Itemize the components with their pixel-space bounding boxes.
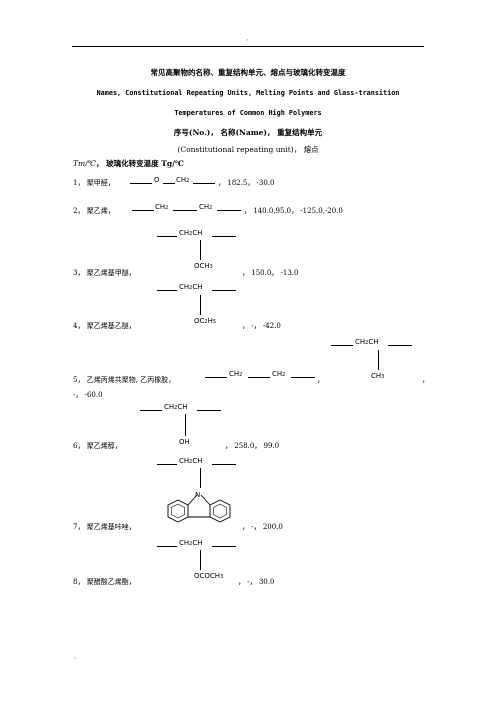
bond-line — [157, 464, 177, 465]
entry-index: 4 — [73, 322, 78, 330]
bond-line — [388, 345, 412, 346]
bond-line — [193, 183, 215, 184]
tg-label: ， 玻璃化转变温度 Tg/℃ — [96, 159, 184, 168]
bottom-mark: · — [74, 654, 77, 663]
bond-line — [157, 546, 177, 547]
bond-line — [378, 350, 379, 370]
backbone: CH2CH — [179, 283, 203, 291]
backbone: CH2CH — [164, 403, 188, 411]
pendant: OCH3 — [194, 262, 213, 270]
bond-line — [331, 345, 353, 346]
entry-name: 聚乙烯基甲醚 — [86, 269, 129, 277]
entry-values: ， 182.5， -30.0 — [218, 179, 275, 187]
backbone: CH2CH — [179, 539, 203, 547]
bond-line — [217, 210, 241, 211]
unit-o: O — [154, 176, 160, 184]
bond-line — [212, 236, 236, 237]
entry-values: -， -60.0 — [73, 391, 103, 399]
backbone: CH2CH — [179, 457, 203, 465]
entry-name: 聚乙烯基咔唑 — [86, 523, 129, 531]
pendant: N — [195, 491, 200, 499]
entry-values: ， -， 30.0 — [238, 578, 275, 586]
entry-index: 1 — [73, 179, 78, 187]
entry-index: 7 — [73, 523, 78, 531]
entry-values: ， 150.0， -13.0 — [242, 269, 299, 277]
bond-line — [212, 546, 236, 547]
bond-line — [212, 290, 236, 291]
unit-ch2: CH2 — [155, 203, 169, 211]
carbazole-icon: N — [167, 491, 231, 523]
column-header-2: (Constitutional repeating unit)， 熔点 — [177, 145, 319, 154]
page-title-en-2: Temperatures of Common High Polymers — [174, 109, 322, 117]
entry-name: 聚甲醛 — [86, 179, 108, 187]
unit-ch2: CH2 — [272, 370, 286, 378]
entry-name: 聚乙烯基乙醚 — [86, 322, 129, 330]
entry-values: ， -， 200.0 — [242, 523, 283, 531]
bond-line — [291, 377, 315, 378]
bond-line — [140, 410, 162, 411]
unit-ch2: CH2 — [176, 176, 190, 184]
bond-line — [212, 464, 236, 465]
bond-line — [173, 210, 197, 211]
entry-index: 5 — [73, 376, 78, 384]
bond-line — [157, 236, 177, 237]
entry-name: 聚乙烯 — [86, 207, 108, 215]
page-title-en-1: Names, Constitutional Repeating Units, M… — [96, 89, 400, 97]
bond-line — [200, 240, 201, 260]
entry-index: 2 — [73, 207, 78, 215]
unit-ch2: CH2 — [199, 203, 213, 211]
bond-line — [200, 295, 201, 315]
bond-line — [132, 210, 154, 211]
unit-ch2: CH2 — [229, 370, 243, 378]
bond-line — [248, 377, 270, 378]
bond-line — [200, 550, 201, 570]
entry-name: 聚乙烯醇 — [86, 442, 115, 450]
pendant: CH3 — [371, 372, 385, 380]
bond-line — [200, 468, 201, 488]
bond-line — [185, 414, 186, 436]
bond-line — [130, 183, 152, 184]
entry-index: 8 — [73, 578, 78, 586]
pendant: OC2H5 — [194, 317, 217, 325]
page-title-cn: 常见高聚物的名称、重复结构单元、熔点与玻璃化转变温度 — [150, 68, 346, 77]
entry-index: 3 — [73, 269, 78, 277]
bond-line — [205, 377, 227, 378]
entry-values: ， 140.0,95.0， -125.0,-20.0 — [244, 207, 343, 215]
backbone: CH2CH — [179, 229, 203, 237]
bond-line — [157, 290, 177, 291]
bond-line — [163, 183, 175, 184]
pendant: OCOCH3 — [194, 572, 224, 580]
bond-line — [197, 410, 221, 411]
backbone: CH2CH — [355, 338, 379, 346]
entry-values: ， -， -42.0 — [242, 322, 281, 330]
entry-name: 聚醋酸乙烯酯 — [86, 578, 129, 586]
column-header-1: 序号(No.)， 名称(Name)， 重复结构单元 — [173, 128, 323, 137]
top-mark: · — [246, 36, 249, 45]
entry-index: 6 — [73, 442, 78, 450]
entry-name: 乙烯丙烯共聚物, 乙丙橡胶 — [86, 376, 169, 384]
column-header-3: Tm/℃， 玻璃化转变温度 Tg/℃ — [73, 158, 184, 169]
entry-values: ， 258.0， 99.0 — [225, 442, 280, 450]
header-rule — [72, 46, 424, 47]
pendant: OH — [179, 438, 190, 446]
tm-label: Tm/℃ — [73, 159, 97, 168]
